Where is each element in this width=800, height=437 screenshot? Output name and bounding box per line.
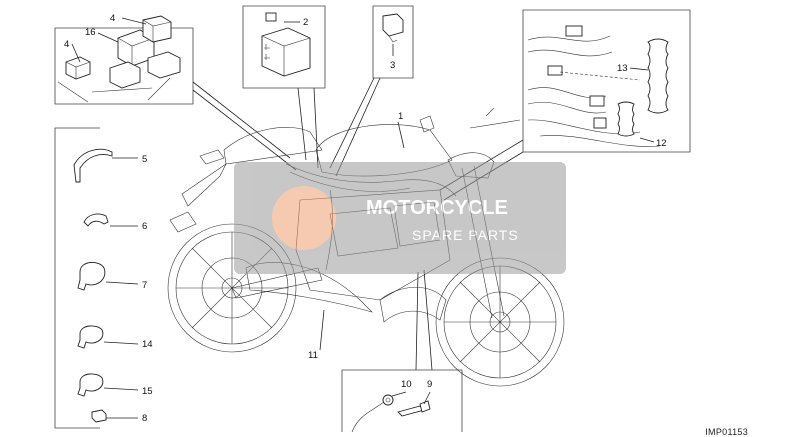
inset-fuse-box: 2 [242,5,326,89]
callout-15: 15 [142,386,153,397]
callout-1: 1 [398,111,403,122]
watermark: MOTORCYCLE SPARE PARTS [234,162,566,274]
callout-13: 13 [617,63,628,74]
callout-6: 6 [142,221,147,232]
callout-14: 14 [142,339,153,350]
callout-11: 11 [308,350,318,361]
callout-8: 8 [142,413,147,424]
inset-relays: 4 4 16 [54,13,194,105]
drawing-reference: IMP01153 [705,427,748,437]
watermark-badge [272,186,336,250]
callout-10: 10 [401,379,412,390]
inset-connector: 3 [372,5,414,79]
watermark-brand-line1: MOTORCYCLE [366,197,508,219]
callout-5: 5 [142,154,147,165]
inset-clamps: 5 6 7 14 15 8 [54,127,153,429]
callout-2: 2 [303,17,308,28]
callout-7: 7 [142,280,147,291]
watermark-brand-line2: SPARE PARTS [412,227,519,243]
leader-lines: 1 11 [192,77,524,371]
callout-3: 3 [390,60,395,71]
callout-9: 9 [427,379,432,390]
callout-12: 12 [656,138,667,149]
callout-4-left: 4 [64,39,69,50]
inset-grommets: 13 12 [522,9,691,153]
callout-16: 16 [85,27,96,38]
callout-4-top: 4 [110,13,115,24]
inset-ground-cable: 10 9 [341,369,463,433]
